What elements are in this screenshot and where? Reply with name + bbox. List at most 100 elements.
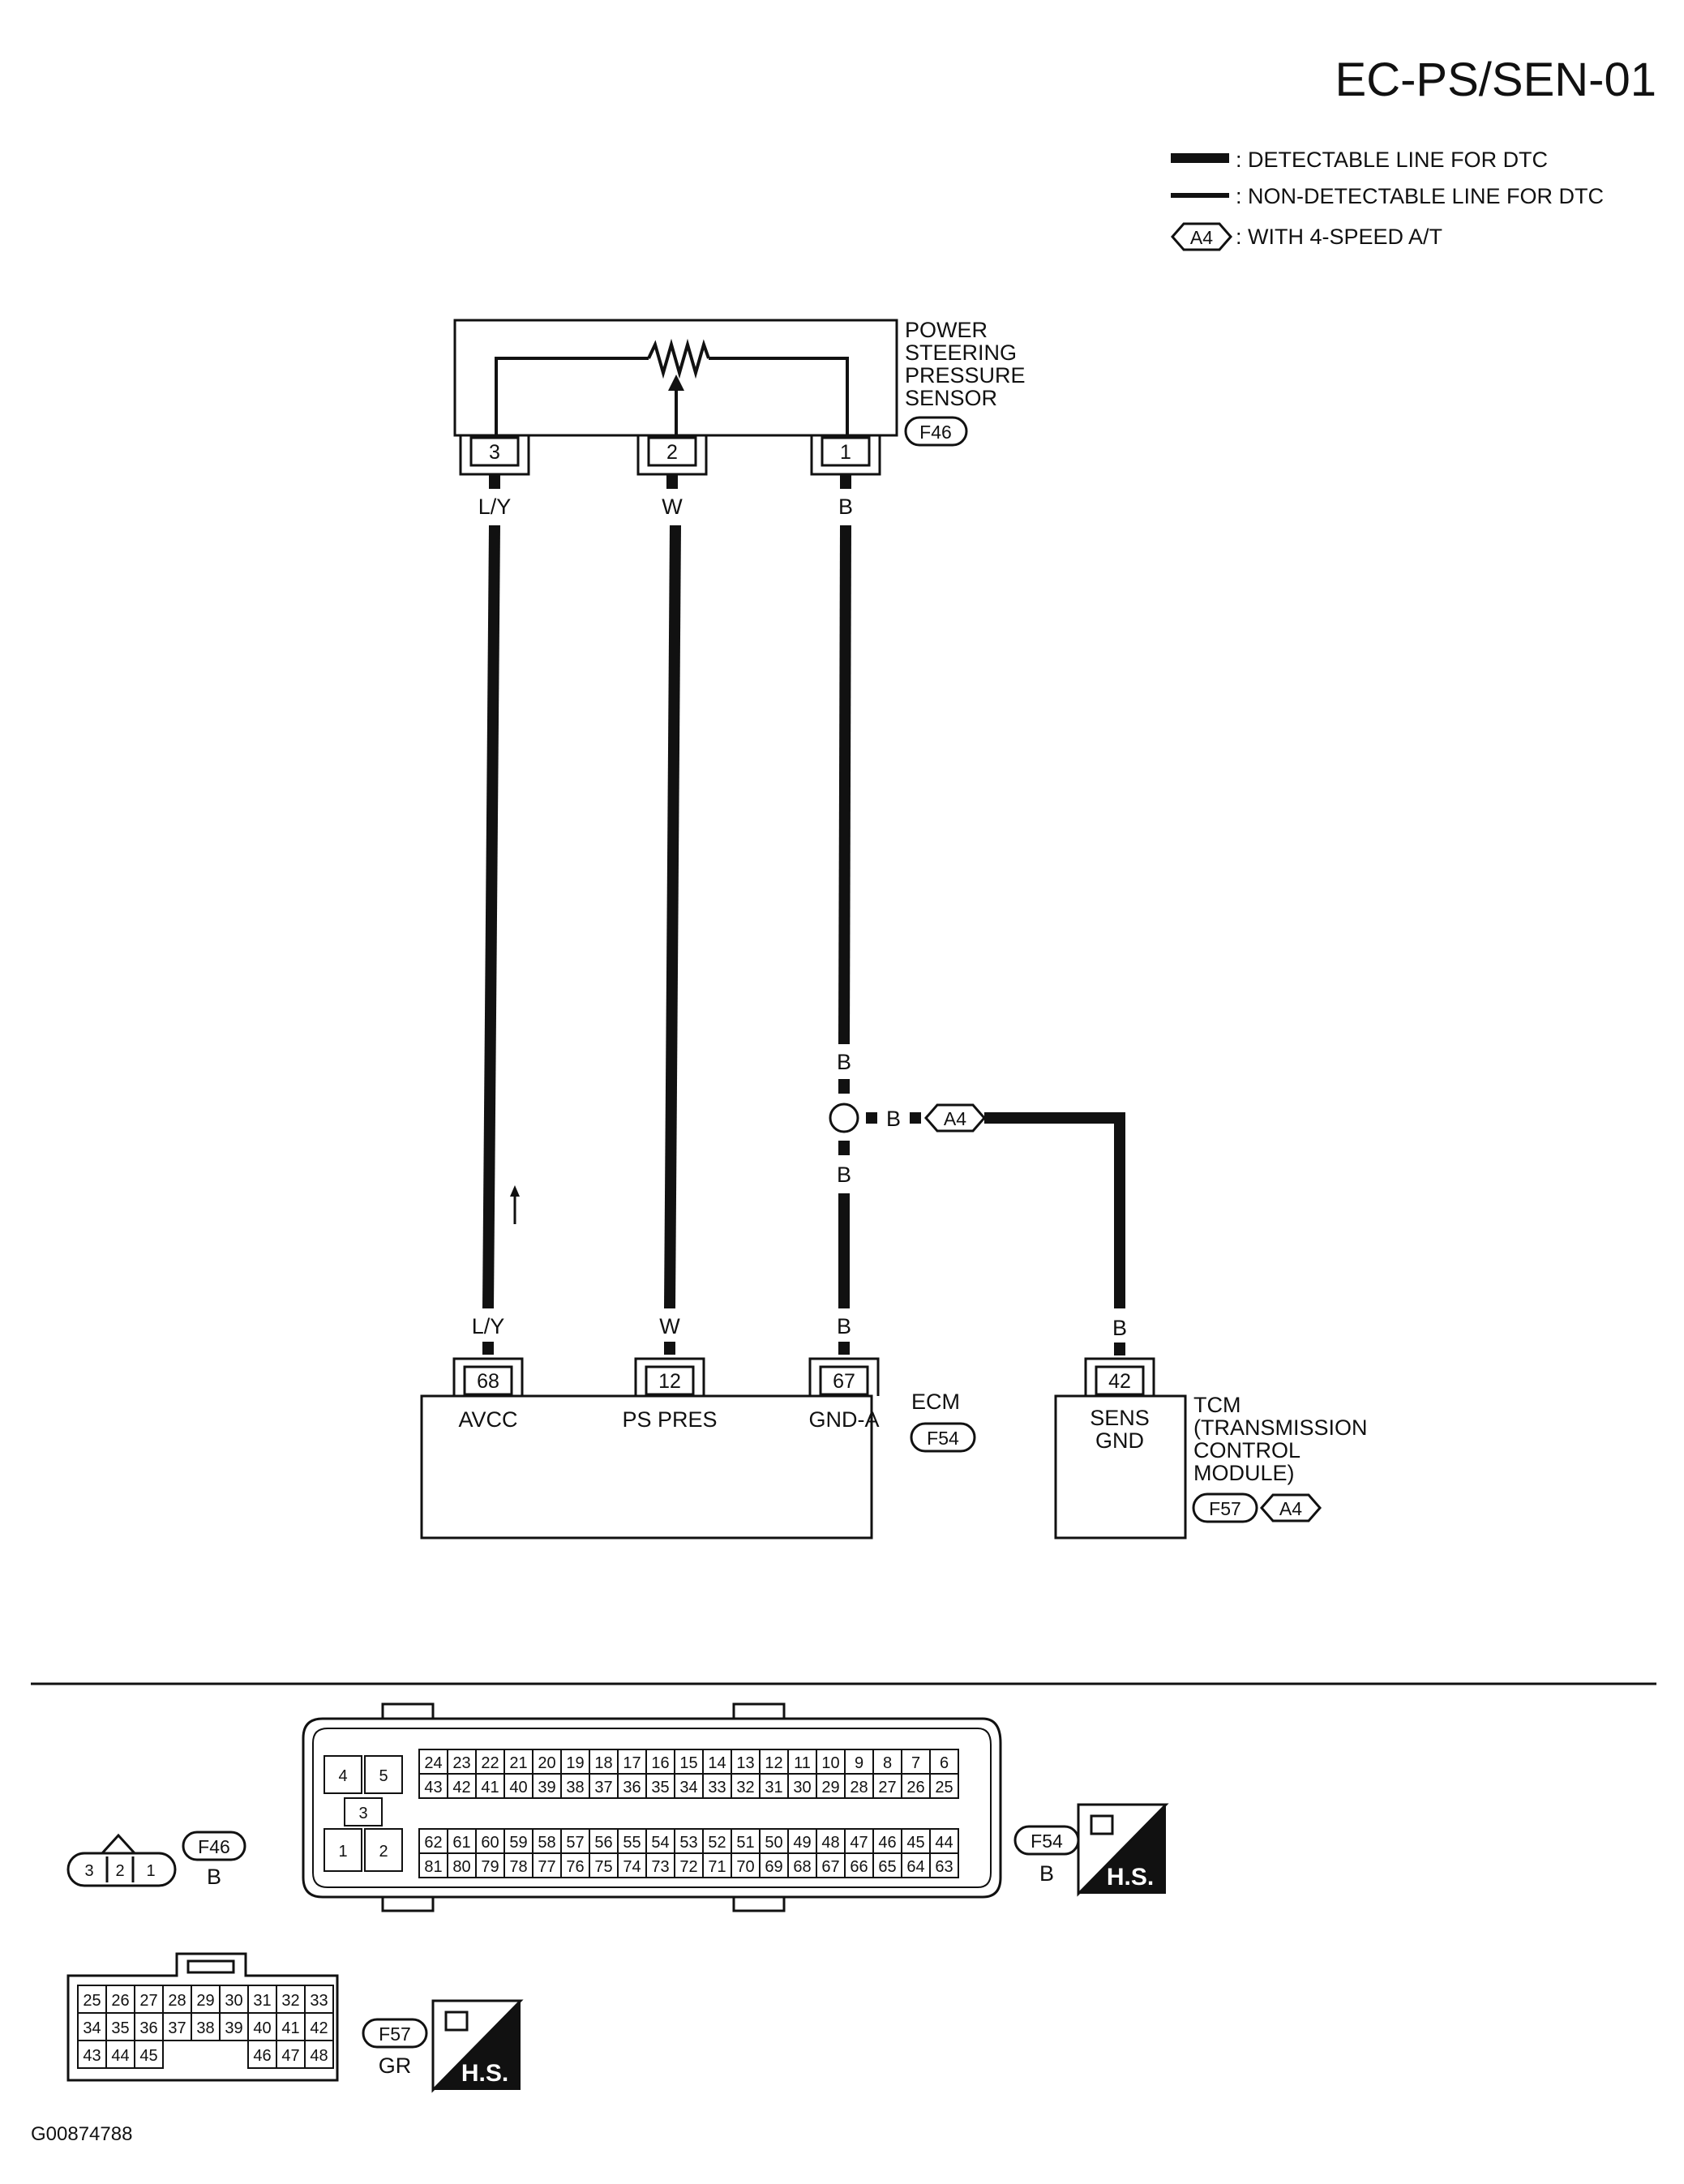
f54-cavity-small-5-label: 5 xyxy=(379,1767,388,1785)
f57-cavity-33: 33 xyxy=(304,1985,334,2014)
f57-cavity-25-label: 25 xyxy=(83,1992,101,2010)
wire-b-label-junction-lower: B xyxy=(837,1163,851,1187)
f57-cavity-39-label: 39 xyxy=(225,2019,242,2037)
f54-cavity-12: 12 xyxy=(759,1749,789,1775)
splice-junction xyxy=(829,1103,859,1133)
tcm-name-line-4: MODULE) xyxy=(1193,1461,1295,1485)
wire-b-label-bottom: B xyxy=(837,1314,851,1338)
tcm-block: 42 SENS GND TCM (TRANSMISSION CONTROL MO… xyxy=(1054,1357,1368,1540)
f54-cavity-14-label: 14 xyxy=(708,1754,726,1772)
f57-cavity-29: 29 xyxy=(191,1985,221,2014)
f54-cavity-78-label: 78 xyxy=(509,1858,527,1876)
f54-cavity-small-3-label: 3 xyxy=(358,1805,367,1822)
f57-cavity-36: 36 xyxy=(134,2012,164,2041)
sensor-pin-3: 3 xyxy=(459,435,530,476)
f54-cavity-small-1: 1 xyxy=(324,1828,362,1872)
wire-ly-label-bottom: L/Y xyxy=(472,1314,505,1338)
f54-cavity-77: 77 xyxy=(532,1852,562,1878)
f57-cavity-29-label: 29 xyxy=(196,1992,214,2010)
f54-cavity-28-label: 28 xyxy=(850,1779,868,1796)
f54-cavity-43-label: 43 xyxy=(424,1779,442,1796)
f57-cavity-42-label: 42 xyxy=(310,2019,328,2037)
f54-cavity-78: 78 xyxy=(503,1852,533,1878)
f57-cavity-26: 26 xyxy=(105,1985,135,2014)
f57-cavity-34: 34 xyxy=(77,2012,107,2041)
sensor-pin-3-label: 3 xyxy=(489,441,500,464)
connector-f46: 3 2 1 F46 B xyxy=(66,1831,246,1889)
f54-cavity-76-label: 76 xyxy=(566,1858,584,1876)
ecm-terminal-ps-pres: PS PRES xyxy=(622,1407,717,1432)
f46-cavity-3: 3 xyxy=(84,1862,93,1880)
f57-cavity-28-label: 28 xyxy=(168,1992,186,2010)
f57-cavity-27: 27 xyxy=(134,1985,164,2014)
f54-cavity-26-label: 26 xyxy=(906,1779,924,1796)
f54-cavity-79: 79 xyxy=(475,1852,505,1878)
f54-cavity-34: 34 xyxy=(674,1773,704,1799)
f57-cavity-40: 40 xyxy=(247,2012,277,2041)
wire-w-label-bottom: W xyxy=(659,1314,680,1338)
f54-cavity-72-label: 72 xyxy=(679,1858,697,1876)
f54-cavity-40-label: 40 xyxy=(509,1779,527,1796)
f54-cavity-60: 60 xyxy=(475,1828,505,1854)
f54-cavity-40: 40 xyxy=(503,1773,533,1799)
f57-lock xyxy=(186,1959,235,1974)
f54-cavity-18-label: 18 xyxy=(594,1754,612,1772)
f54-cavity-45: 45 xyxy=(901,1828,931,1854)
f54-cavity-25-label: 25 xyxy=(935,1779,953,1796)
f57-cavity-32-label: 32 xyxy=(281,1992,299,2010)
sensor-internal-wire-right xyxy=(709,357,849,435)
f57-cavity-35-label: 35 xyxy=(111,2019,129,2037)
f54-cavity-11: 11 xyxy=(787,1749,817,1775)
f54-color: B xyxy=(1039,1861,1054,1886)
f57-hs-connector-icon xyxy=(444,2011,469,2032)
f54-cavity-19-label: 19 xyxy=(566,1754,584,1772)
tcm-pin-42-label: 42 xyxy=(1108,1370,1131,1393)
f54-cavity-18: 18 xyxy=(589,1749,619,1775)
f54-cavity-71: 71 xyxy=(702,1852,732,1878)
f54-cavity-small-3: 3 xyxy=(344,1797,383,1826)
f54-cavity-81: 81 xyxy=(418,1852,448,1878)
f54-hs-badge: H.S. xyxy=(1077,1803,1169,1897)
f54-cavity-30-label: 30 xyxy=(793,1779,811,1796)
f57-cavity-40-label: 40 xyxy=(253,2019,271,2037)
tcm-pin-42: 42 xyxy=(1084,1357,1155,1396)
f57-cavity-32: 32 xyxy=(276,1985,306,2014)
f54-cavity-54: 54 xyxy=(645,1828,675,1854)
f54-cavity-30: 30 xyxy=(787,1773,817,1799)
f54-cavity-62-label: 62 xyxy=(424,1834,442,1852)
f54-cavity-small-2-label: 2 xyxy=(379,1843,388,1861)
f54-cavity-35: 35 xyxy=(645,1773,675,1799)
ecm-connector-tag xyxy=(910,1422,976,1453)
f54-cavity-13: 13 xyxy=(731,1749,761,1775)
f46-code: F46 xyxy=(198,1836,230,1857)
ecm-pin-67-label: 67 xyxy=(833,1370,855,1393)
f57-cavity-44: 44 xyxy=(105,2040,135,2069)
ecm-pin-68-label: 68 xyxy=(477,1370,499,1393)
tcm-body xyxy=(1054,1394,1187,1540)
f54-cavity-41: 41 xyxy=(475,1773,505,1799)
f46-code-tag xyxy=(182,1831,246,1861)
sensor-name-line-2: STEERING xyxy=(905,340,1017,365)
f54-cavity-46: 46 xyxy=(872,1828,902,1854)
f54-cavity-59: 59 xyxy=(503,1828,533,1854)
f54-cavity-74: 74 xyxy=(617,1852,647,1878)
f54-cavity-6: 6 xyxy=(929,1749,959,1775)
f54-cavity-73: 73 xyxy=(645,1852,675,1878)
f54-cavity-11-label: 11 xyxy=(794,1754,811,1772)
f57-cavity-41: 41 xyxy=(276,2012,306,2041)
f54-cavity-15-label: 15 xyxy=(679,1754,697,1772)
f54-cavity-51-label: 51 xyxy=(736,1834,754,1852)
f54-cavity-70: 70 xyxy=(731,1852,761,1878)
f54-cavity-54-label: 54 xyxy=(651,1834,669,1852)
f57-color: GR xyxy=(379,2053,412,2078)
wire-branch-label: B xyxy=(886,1107,901,1131)
f57-cavity-27-label: 27 xyxy=(139,1992,157,2010)
f57-cavity-46-label: 46 xyxy=(253,2047,271,2065)
f57-cavity-33-label: 33 xyxy=(310,1992,328,2010)
f54-cavity-73-label: 73 xyxy=(651,1858,669,1876)
f57-cavity-48: 48 xyxy=(304,2040,334,2069)
f54-cavity-10: 10 xyxy=(816,1749,846,1775)
f54-cavity-9-label: 9 xyxy=(855,1754,863,1772)
